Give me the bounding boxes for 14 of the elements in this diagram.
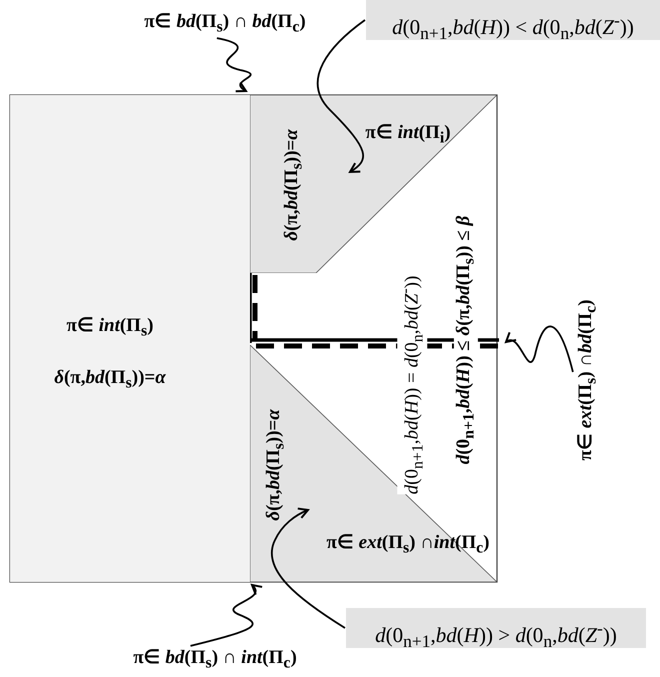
condition-label: δ(π,bd(Π$_{s}$))=α (54, 368, 166, 392)
region-label: π∈ int(Π$_{i}$) (365, 122, 451, 148)
arrow (190, 584, 263, 647)
callout-box: d(0$_{n+1}$,bd(H)) > d(0$_{n}$,bd(Z$^{-}$)) (346, 608, 646, 648)
region-label: π∈ int(Π$_{s}$) (66, 316, 154, 340)
callout-box: d(0$_{n+1}$,bd(H)) < d(0$_{n}$,bd(Z$^{-}$)) (366, 0, 660, 40)
boundary-label: π∈ bd(Π$_{s}$) ∩ bd(Π$_{c}$) (144, 12, 306, 36)
arrow (216, 37, 252, 92)
arrow (317, 19, 366, 173)
region-label: π∈ ext(Π$_{s}$) ∩int(Π$_{c}$) (326, 532, 490, 558)
region (10, 95, 250, 582)
arrow (505, 326, 574, 372)
boundary-label: π∈ bd(Π$_{s}$) ∩ int(Π$_{c}$) (133, 648, 297, 672)
arrow (271, 508, 346, 629)
